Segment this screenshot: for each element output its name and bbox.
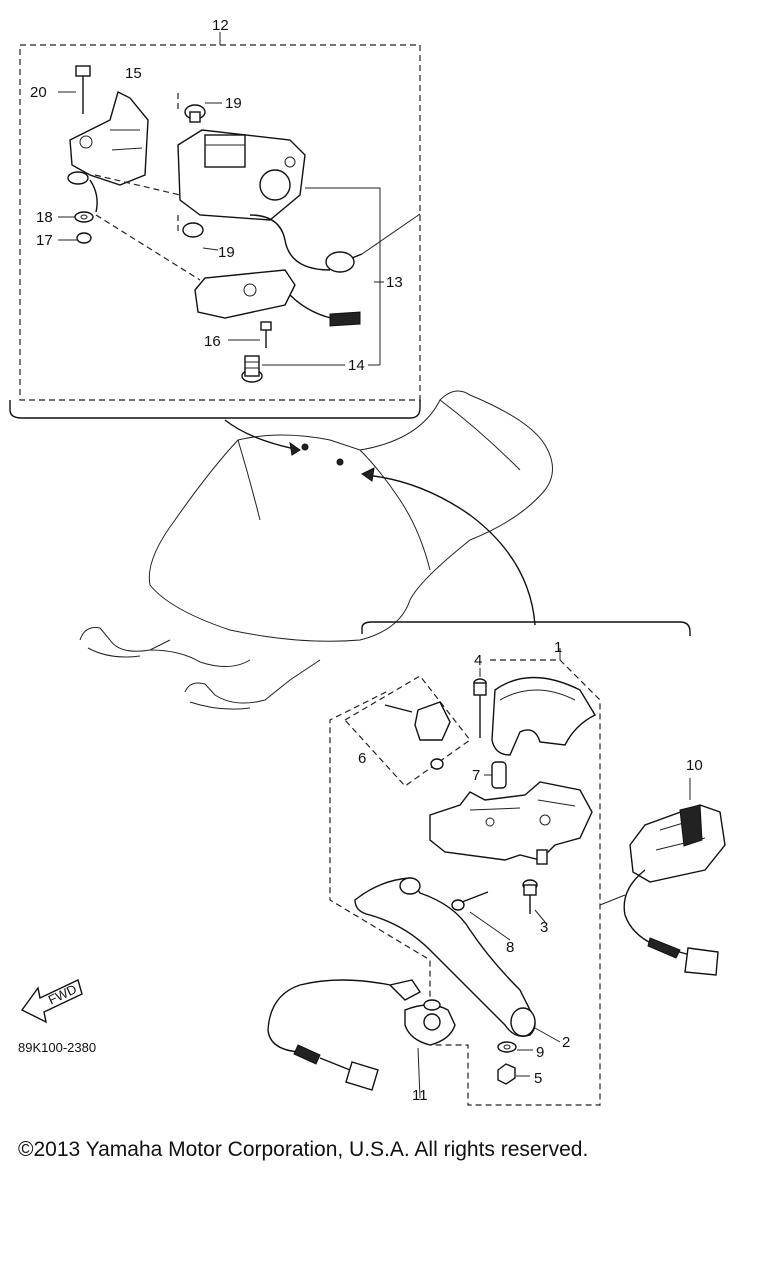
housing-6	[384, 701, 451, 770]
screw-8	[451, 891, 511, 941]
assembly-1-inset: 1 4 6 7 10 3 8 2 9 5 11	[267, 621, 726, 1106]
label-11: 11	[412, 1087, 428, 1104]
label-14: 14	[348, 357, 365, 374]
bolt-14	[241, 355, 380, 383]
label-17: 17	[36, 232, 53, 249]
label-18: 18	[36, 209, 53, 226]
switch-cover	[491, 676, 596, 756]
bolt-20	[58, 65, 91, 114]
label-19-upper: 19	[225, 95, 242, 112]
label-13: 13	[386, 274, 403, 291]
brake-lever-2	[354, 877, 536, 1037]
washer-9	[497, 1041, 533, 1053]
label-5: 5	[534, 1070, 542, 1087]
switch-box	[177, 129, 363, 273]
label-8: 8	[506, 939, 514, 956]
label-7: 7	[472, 767, 480, 784]
assembly-12-inset: 12 20 15 19 19 18 17 13 16 14	[9, 17, 421, 419]
label-4: 4	[474, 652, 482, 669]
grommet-19-upper	[184, 102, 222, 123]
nut-5	[497, 1063, 530, 1085]
lower-cover	[194, 269, 361, 327]
copyright-notice: ©2013 Yamaha Motor Corporation, U.S.A. A…	[18, 1138, 589, 1161]
screw-16	[228, 321, 272, 348]
label-3: 3	[540, 919, 548, 936]
label-6: 6	[358, 750, 366, 767]
screw-3	[522, 879, 546, 923]
lever-holder	[429, 781, 593, 865]
washer-18	[58, 211, 94, 223]
grommet-19-lower	[182, 222, 219, 251]
label-19-lower: 19	[218, 244, 235, 261]
brake-switch-11	[267, 979, 456, 1099]
snowmobile-outline	[79, 390, 553, 710]
label-1: 1	[554, 639, 562, 656]
nut-17	[58, 232, 92, 244]
label-12: 12	[212, 17, 229, 34]
bracket-15	[67, 90, 149, 213]
bolt-4	[473, 668, 487, 738]
label-16: 16	[204, 333, 221, 350]
reference-code: 89K100-2380	[18, 1040, 96, 1055]
label-20: 20	[30, 84, 47, 101]
label-10: 10	[686, 757, 703, 774]
sleeve-7	[484, 761, 507, 789]
label-15: 15	[125, 65, 142, 82]
label-9: 9	[536, 1044, 544, 1061]
relay-10	[599, 778, 726, 976]
forward-arrow: FWD	[20, 979, 83, 1024]
label-2: 2	[562, 1034, 570, 1051]
